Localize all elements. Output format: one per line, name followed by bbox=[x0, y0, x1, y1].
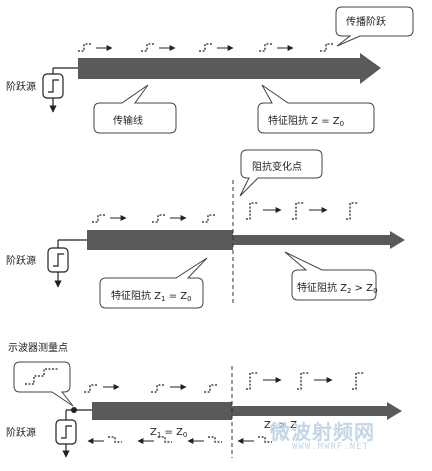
z2-relation: > Z bbox=[275, 420, 297, 431]
incident-steps bbox=[92, 202, 358, 223]
bubble-line-outline bbox=[93, 84, 177, 134]
bubble-change-text: 阻抗变化点 bbox=[252, 162, 302, 173]
z2-subscript: 2 bbox=[270, 424, 276, 432]
step-waveform bbox=[346, 202, 358, 220]
z1-relation: = Z bbox=[161, 427, 183, 438]
line-segment-z2-arrow bbox=[232, 402, 402, 420]
bubble-z1-outline bbox=[99, 257, 208, 309]
step-waveform bbox=[259, 43, 272, 52]
propagating-steps bbox=[78, 43, 333, 52]
step-source-icon bbox=[48, 79, 59, 93]
step-waveform bbox=[320, 43, 333, 52]
bubble-impedance-outline bbox=[257, 84, 375, 134]
z2-subscript: 2 bbox=[347, 287, 352, 295]
z1-label: Z bbox=[150, 427, 157, 438]
impedance-label: 特征阻抗 Z = Z bbox=[268, 116, 340, 127]
step-waveform bbox=[204, 384, 217, 393]
line-segment-z2-arrow bbox=[233, 231, 405, 249]
bubble-z2-outline bbox=[284, 251, 377, 301]
scope-bubble-outline bbox=[13, 361, 74, 407]
step-waveform bbox=[292, 202, 304, 220]
impedance-subscript: 0 bbox=[339, 120, 345, 128]
step-waveform bbox=[199, 43, 212, 52]
reflected-steps bbox=[87, 436, 272, 444]
transmission-line-arrow bbox=[78, 53, 381, 84]
z2-relation: > Z bbox=[351, 283, 374, 294]
step-waveform bbox=[151, 384, 164, 393]
step-waveform bbox=[78, 43, 91, 52]
source-label: 阶跃源 bbox=[6, 256, 36, 267]
step-waveform bbox=[141, 43, 154, 52]
watermark-brand: 微波射频网 bbox=[270, 420, 375, 444]
source-label: 阶跃源 bbox=[6, 82, 36, 93]
step-waveform bbox=[297, 372, 309, 390]
step-waveform bbox=[152, 214, 165, 223]
z2-text: Z2 > Z bbox=[264, 420, 297, 432]
step-waveform bbox=[352, 372, 364, 390]
z0-subscript: 0 bbox=[373, 287, 378, 295]
panel-1-uniform-line bbox=[42, 6, 414, 134]
z1-relation: = Z bbox=[165, 291, 188, 302]
reflected-waveform bbox=[158, 436, 172, 443]
reflected-waveform bbox=[208, 436, 222, 443]
watermark-url: WWW.MWRF.NET bbox=[292, 442, 370, 452]
step-waveform bbox=[202, 214, 215, 223]
z0-subscript: 0 bbox=[182, 431, 188, 439]
z1-subscript: 1 bbox=[161, 295, 166, 303]
z0-subscript: 0 bbox=[187, 295, 192, 303]
z1-text: Z1 = Z0 bbox=[150, 427, 187, 439]
step-waveform bbox=[246, 372, 258, 390]
bubble-impedance-text: 特征阻抗 Z = Z0 bbox=[268, 112, 344, 128]
z2-label: Z bbox=[264, 420, 271, 431]
step-source-icon bbox=[53, 253, 64, 267]
step-waveform bbox=[246, 202, 258, 220]
step-source-icon bbox=[61, 425, 72, 439]
bubble-z1-text: 特征阻抗 Z1 = Z0 bbox=[111, 287, 192, 303]
bubble-change-outline bbox=[239, 149, 323, 197]
line-segment-z1 bbox=[87, 230, 233, 250]
reflected-waveform bbox=[108, 436, 122, 443]
scope-measurement-point bbox=[71, 407, 77, 413]
line-segment-z1 bbox=[92, 402, 232, 420]
scope-waveform bbox=[25, 368, 58, 385]
bubble-z2-text: 特征阻抗 Z2 > Z0 bbox=[297, 279, 378, 295]
step-waveform bbox=[92, 214, 105, 223]
step-waveform bbox=[84, 384, 97, 393]
reflected-waveform bbox=[258, 436, 272, 443]
incident-steps bbox=[84, 372, 364, 393]
panel-2-impedance-step bbox=[47, 149, 405, 309]
z2-label: 特征阻抗 Z bbox=[297, 283, 348, 294]
z1-subscript: 1 bbox=[156, 431, 162, 439]
scope-point-label: 示波器测量点 bbox=[8, 343, 68, 354]
bubble-step-text: 传播阶跃 bbox=[346, 17, 386, 28]
panel-3-scope-measurement bbox=[13, 361, 402, 458]
source-label: 阶跃源 bbox=[6, 428, 36, 439]
z1-label: 特征阻抗 Z bbox=[111, 291, 162, 302]
bubble-step-outline bbox=[335, 6, 414, 47]
bubble-line-text: 传输线 bbox=[113, 116, 143, 127]
